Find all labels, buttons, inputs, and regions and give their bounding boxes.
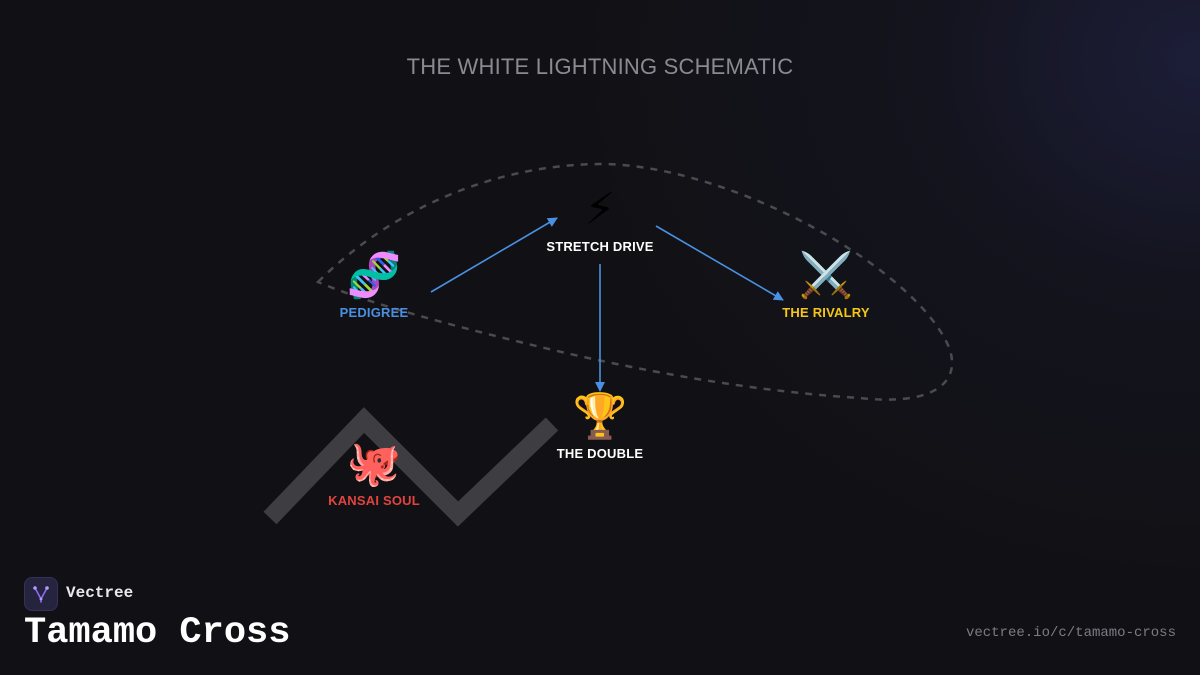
octopus-icon: 🐙 bbox=[346, 438, 402, 489]
node-stretch-drive: ⚡ STRETCH DRIVE bbox=[500, 184, 700, 254]
crossed-swords-icon: ⚔️ bbox=[798, 250, 854, 301]
edge-stretch-drive-to-the-rivalry bbox=[655, 225, 784, 301]
diagram-title: THE WHITE LIGHTNING SCHEMATIC bbox=[406, 54, 794, 79]
node-label: THE DOUBLE bbox=[556, 446, 644, 461]
zigzag-line bbox=[263, 407, 559, 527]
node-label: STRETCH DRIVE bbox=[546, 239, 654, 254]
node-label: THE RIVALRY bbox=[782, 305, 870, 320]
edge-pedigree-to-stretch-drive bbox=[430, 217, 558, 293]
node-the-rivalry: ⚔️ THE RIVALRY bbox=[726, 250, 926, 320]
page-url[interactable]: vectree.io/c/tamamo-cross bbox=[965, 625, 1176, 641]
brand-name: Vectree bbox=[66, 584, 134, 602]
vectree-logo-icon bbox=[24, 577, 58, 611]
node-the-double: 🏆 THE DOUBLE bbox=[500, 391, 700, 461]
node-label: PEDIGREE bbox=[339, 305, 409, 320]
node-label: KANSAI SOUL bbox=[328, 493, 420, 508]
page-title: Tamamo Cross bbox=[24, 612, 291, 654]
vectree-logo-graphic bbox=[33, 586, 49, 603]
dna-icon: 🧬 bbox=[346, 250, 402, 301]
node-pedigree: 🧬 PEDIGREE bbox=[274, 250, 474, 320]
lightning-bolt-icon: ⚡ bbox=[584, 184, 616, 235]
node-kansai-soul: 🐙 KANSAI SOUL bbox=[274, 438, 474, 508]
trophy-icon: 🏆 bbox=[572, 391, 628, 442]
dashed-loop bbox=[315, 162, 954, 401]
